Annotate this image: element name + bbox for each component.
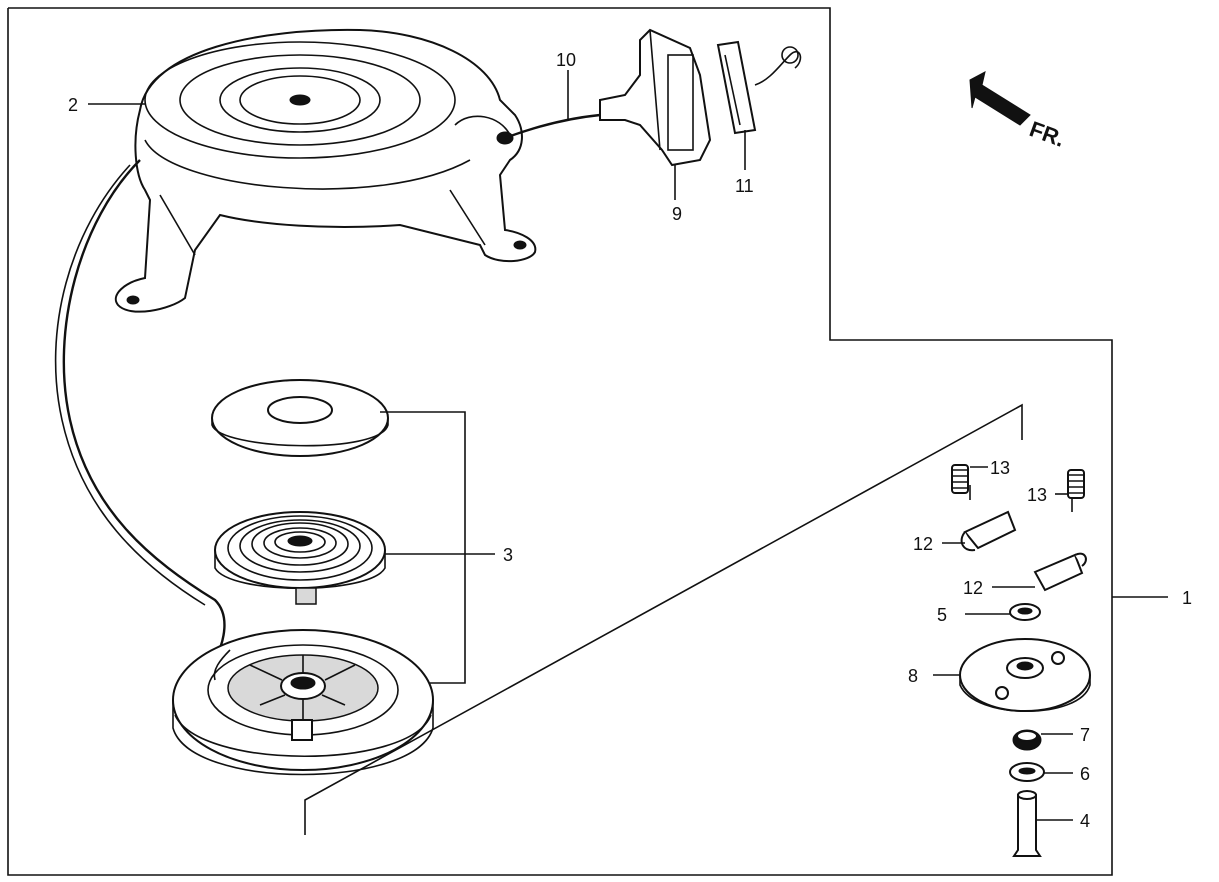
callout-1: 1 <box>1182 588 1192 608</box>
callout-4: 4 <box>1080 811 1090 831</box>
callout-13-right: 13 <box>1027 485 1047 505</box>
assembly-bracket <box>304 403 1023 835</box>
washer-6 <box>1009 762 1045 782</box>
starter-case <box>115 28 537 313</box>
starter-rope <box>54 113 601 661</box>
callout-9: 9 <box>672 204 682 224</box>
callout-3: 3 <box>503 545 513 565</box>
callout-12-upper: 12 <box>913 534 933 554</box>
callout-7: 7 <box>1080 725 1090 745</box>
callout-6: 6 <box>1080 764 1090 784</box>
callout-12-lower: 12 <box>963 578 983 598</box>
leader-lines <box>88 70 1073 821</box>
washer-5 <box>1009 603 1041 621</box>
front-direction-label: FR. <box>1026 116 1068 152</box>
callout-labels: 1 2 3 4 5 6 7 8 9 10 11 12 12 13 13 <box>68 50 1192 831</box>
callout-11: 11 <box>735 176 754 196</box>
front-direction-arrow-icon: FR. <box>969 71 1068 152</box>
ratchet-pawl-a <box>960 510 1017 552</box>
callout-5: 5 <box>937 605 947 625</box>
starter-washer <box>211 379 389 457</box>
callout-10: 10 <box>556 50 576 70</box>
friction-spring <box>1012 729 1042 751</box>
ratchet-spring-a <box>951 464 971 500</box>
grip-insert <box>716 40 802 135</box>
callout-2: 2 <box>68 95 78 115</box>
collar <box>1012 790 1042 857</box>
ratchet-spring-b <box>1067 469 1085 512</box>
starter-reel <box>172 629 434 776</box>
diagram-frame <box>7 7 1113 876</box>
starter-grip <box>599 28 712 167</box>
ratchet-guide <box>959 638 1091 713</box>
recoil-spring <box>214 511 386 605</box>
part-3-bracket <box>380 411 495 684</box>
callout-13-left: 13 <box>990 458 1010 478</box>
callout-8: 8 <box>908 666 918 686</box>
ratchet-pawl-b <box>1033 552 1087 592</box>
